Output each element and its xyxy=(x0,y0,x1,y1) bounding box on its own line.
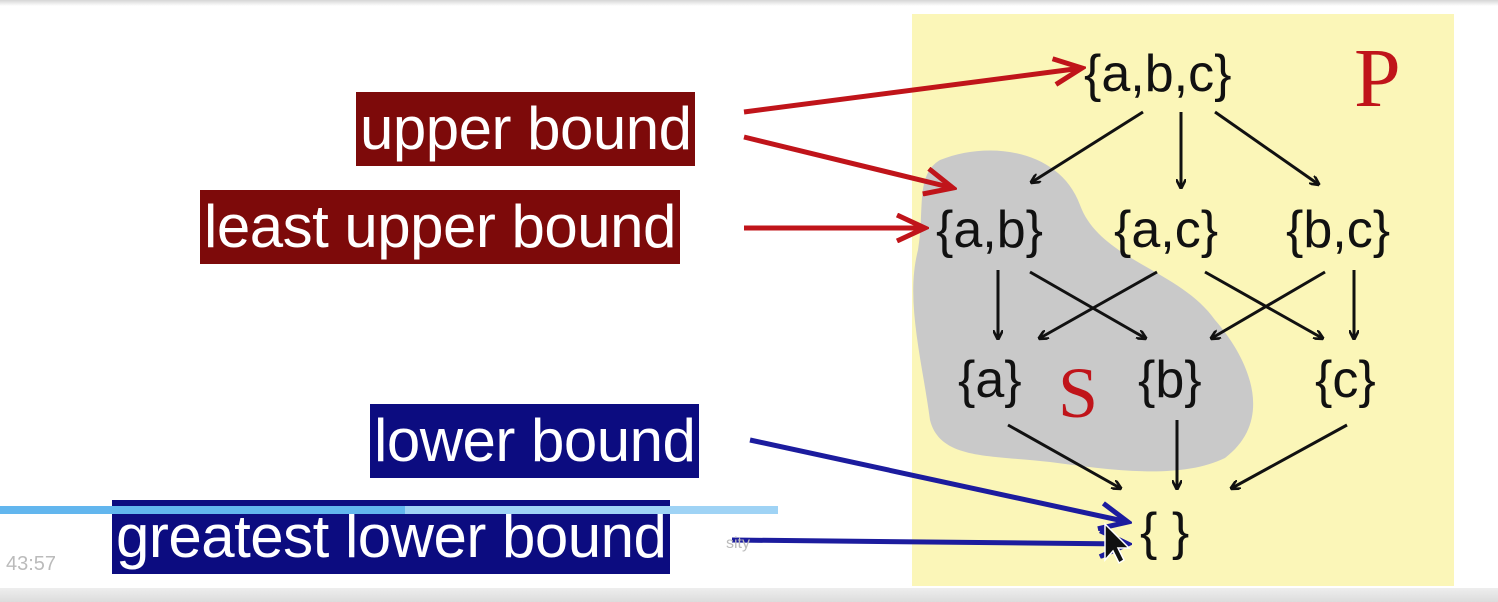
edge-ac-a xyxy=(1040,270,1158,338)
video-progress-bar[interactable] xyxy=(0,506,778,514)
node-ab: {a,b} xyxy=(936,201,1044,259)
lower-bound-label: lower bound xyxy=(370,404,700,478)
node-abc: {a,b,c} xyxy=(1084,45,1232,103)
bottom-bar xyxy=(0,588,1498,602)
least-upper-bound-label: least upper bound xyxy=(200,190,680,264)
edge-abc-bc xyxy=(1214,110,1318,184)
slide-footer-text: sity xyxy=(726,535,750,552)
edge-ab-b xyxy=(1029,270,1145,338)
node-bc: {b,c} xyxy=(1286,201,1391,259)
edge-abc-ab xyxy=(1032,110,1144,182)
edge-bc-b xyxy=(1212,270,1326,338)
upper-bound-label: upper bound xyxy=(356,92,696,166)
node-a: {a} xyxy=(958,351,1022,409)
set-label-p: P xyxy=(1354,32,1401,125)
top-shadow xyxy=(0,0,1498,6)
arrow-lower-to-empty xyxy=(749,437,1128,522)
arrow-upper-to-ab xyxy=(743,134,953,188)
node-b: {b} xyxy=(1138,351,1202,409)
edge-c-empty xyxy=(1232,423,1348,488)
mouse-cursor-icon xyxy=(1104,522,1131,565)
video-progress-fill xyxy=(0,506,405,514)
node-empty: { } xyxy=(1140,503,1190,561)
node-c: {c} xyxy=(1315,351,1376,409)
video-timecode: 43:57 xyxy=(6,553,57,575)
edge-a-empty xyxy=(1007,423,1120,488)
subset-s-region xyxy=(913,150,1254,472)
node-ac: {a,c} xyxy=(1114,201,1219,259)
set-label-s: S xyxy=(1058,353,1099,433)
edge-ac-c xyxy=(1204,270,1322,338)
arrow-glb-to-empty xyxy=(731,540,1128,544)
arrow-upper-to-abc xyxy=(743,68,1082,115)
